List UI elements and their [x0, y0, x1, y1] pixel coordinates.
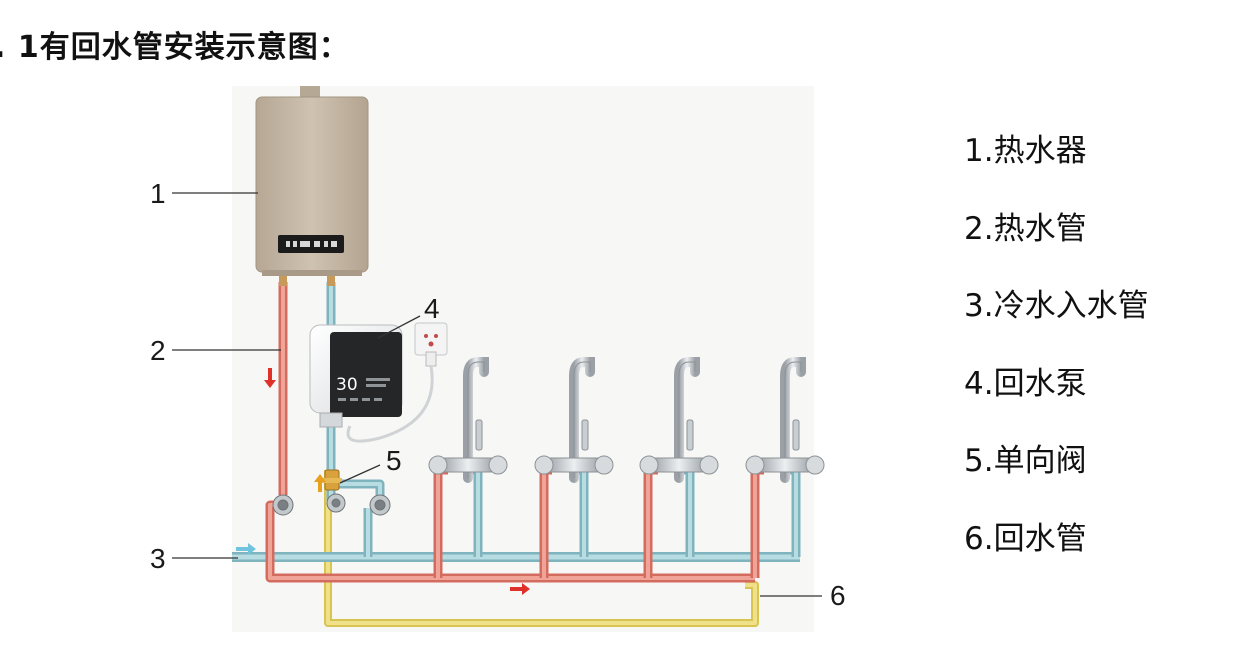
legend-item-check-valve: 5.单向阀	[964, 443, 1087, 479]
pump-display-value: 30	[336, 375, 358, 395]
callout-5: 5	[386, 445, 402, 476]
cold-flow-arrow-icon	[236, 543, 256, 555]
callout-6: 6	[830, 580, 846, 611]
callout-3: 3	[150, 543, 166, 574]
legend-item-return-pump: 4.回水泵	[964, 365, 1087, 402]
hot-flow-arrow-icon	[264, 368, 276, 388]
flow-arrows	[236, 368, 530, 595]
callout-2: 2	[150, 335, 166, 366]
pipe-fittings	[272, 493, 391, 516]
hot-flow-arrow-icon	[510, 583, 530, 595]
power-cord	[346, 365, 434, 443]
circulation-pump-icon: 30	[309, 324, 403, 428]
legend-item-water-heater: 1.热水器	[964, 133, 1087, 169]
check-valve-icon	[322, 469, 342, 491]
callout-leaders	[172, 192, 822, 597]
return-pipe	[324, 470, 759, 627]
page-title: . 1有回水管安装示意图：	[0, 30, 350, 65]
legend-item-hot-pipe: 2.热水管	[964, 210, 1087, 247]
legend-item-cold-inlet-pipe: 3.冷水入水管	[964, 288, 1149, 324]
water-heater-icon	[255, 86, 369, 286]
legend-item-return-pipe: 6.回水管	[964, 520, 1087, 557]
callout-1: 1	[150, 178, 166, 209]
return-flow-arrow-icon	[314, 474, 326, 492]
callout-4: 4	[424, 293, 440, 324]
component-legend: 1.热水器 2.热水管 3.冷水入水管 4.回水泵 5.单向阀 6.回水管	[964, 128, 1149, 593]
